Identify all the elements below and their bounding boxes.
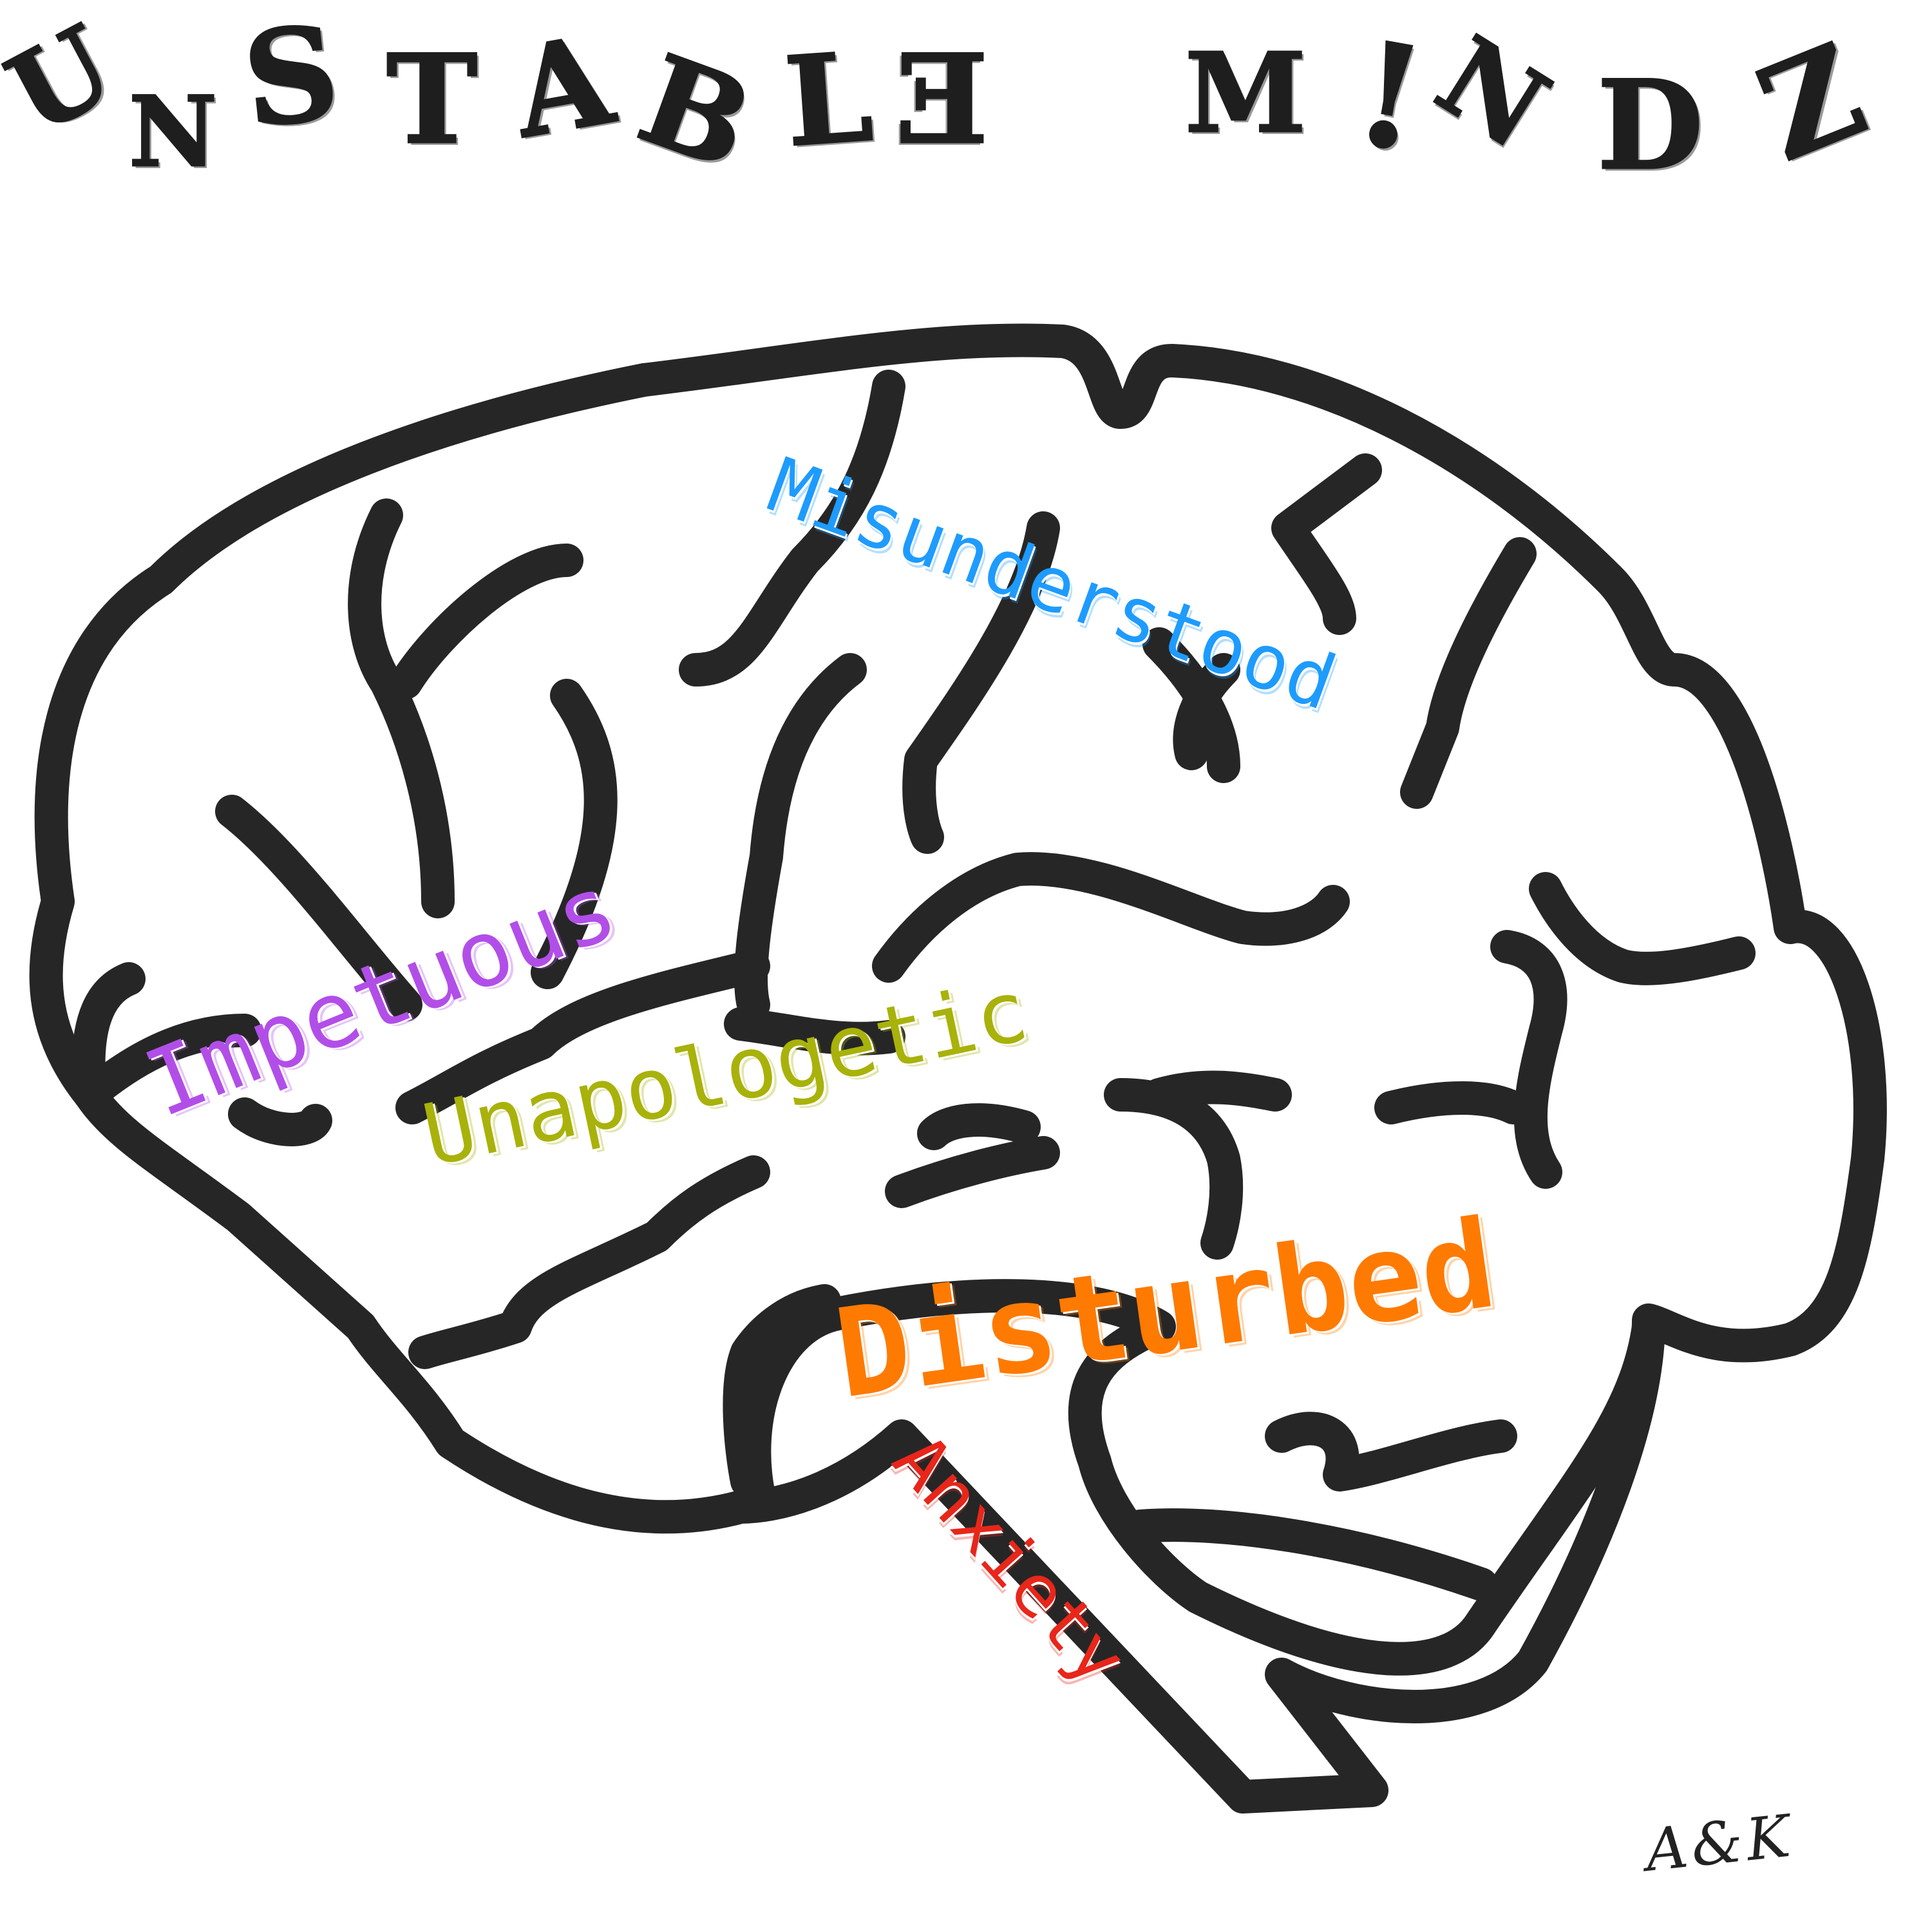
title-mindz-letter-4: D xyxy=(1596,53,1705,197)
brain-cerebellum xyxy=(737,1279,1665,1676)
title-unstable-letter-2: N xyxy=(128,75,218,189)
title-unstable-letter-4: T xyxy=(385,28,478,171)
title-mindz-letter-1: M xyxy=(1184,29,1307,158)
